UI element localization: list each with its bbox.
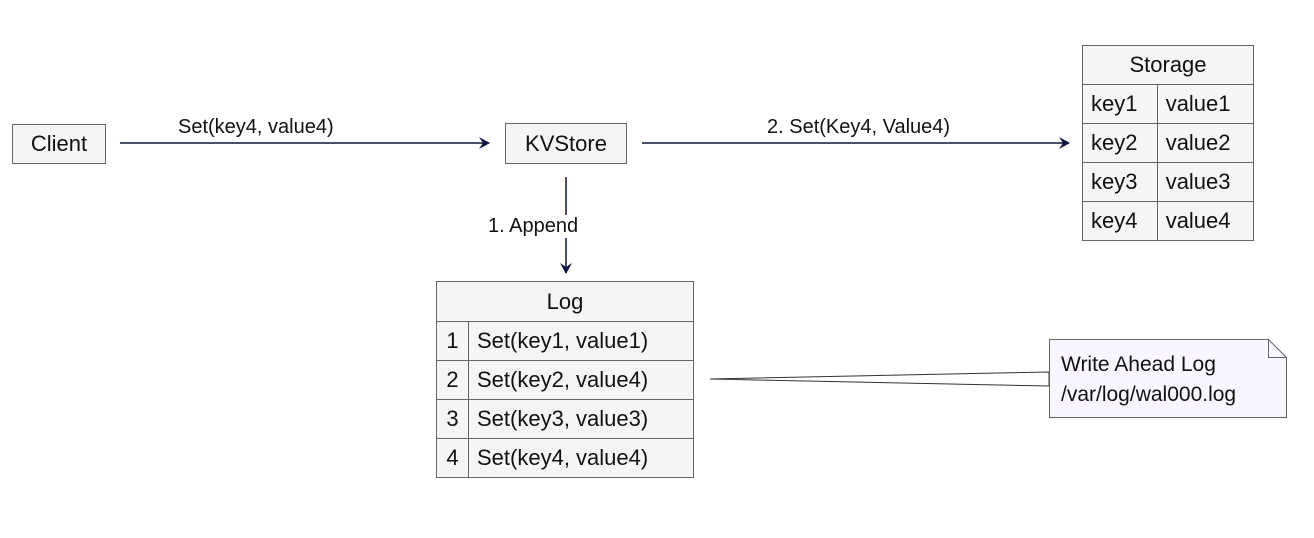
storage-key: key3: [1082, 162, 1158, 202]
table-row: 1 Set(key1, value1): [436, 321, 694, 361]
note-line-1: Write Ahead Log: [1061, 353, 1216, 376]
log-index: 3: [436, 399, 469, 439]
client-node: Client: [12, 124, 106, 164]
log-entry: Set(key2, value4): [468, 360, 694, 400]
storage-value: value2: [1156, 123, 1255, 163]
note-shape: [1049, 339, 1287, 418]
edge-label-kvstore-storage: 2. Set(Key4, Value4): [767, 116, 951, 138]
storage-table: Storage key1 value1 key2 value2 key3 val…: [1082, 45, 1255, 241]
log-index: 2: [436, 360, 469, 400]
edge-label-client-kvstore: Set(key4, value4): [178, 116, 334, 138]
table-row: 3 Set(key3, value3): [436, 399, 694, 439]
storage-value: value1: [1156, 84, 1255, 124]
log-index: 1: [436, 321, 469, 361]
storage-key: key2: [1082, 123, 1158, 163]
storage-key: key1: [1082, 84, 1158, 124]
kvstore-node: KVStore: [505, 123, 627, 164]
log-entry: Set(key3, value3): [468, 399, 694, 439]
log-table: Log 1 Set(key1, value1) 2 Set(key2, valu…: [436, 281, 694, 478]
storage-title: Storage: [1082, 45, 1254, 85]
table-row: 2 Set(key2, value4): [436, 360, 694, 400]
edge-label-kvstore-log: 1. Append: [488, 215, 579, 238]
table-row: 4 Set(key4, value4): [436, 438, 694, 478]
table-row: key1 value1: [1082, 84, 1255, 124]
note-line-2: /var/log/wal000.log: [1061, 383, 1237, 406]
table-row: key2 value2: [1082, 123, 1255, 163]
log-title: Log: [436, 281, 694, 322]
storage-value: value3: [1156, 162, 1255, 202]
wal-note: Write Ahead Log /var/log/wal000.log: [1049, 339, 1287, 418]
table-row: key3 value3: [1082, 162, 1255, 202]
storage-value: value4: [1156, 201, 1255, 241]
storage-key: key4: [1082, 201, 1158, 241]
log-index: 4: [436, 438, 469, 478]
note-connector: [709, 371, 1050, 387]
log-entry: Set(key1, value1): [468, 321, 694, 361]
log-entry: Set(key4, value4): [468, 438, 694, 478]
table-row: key4 value4: [1082, 201, 1255, 241]
